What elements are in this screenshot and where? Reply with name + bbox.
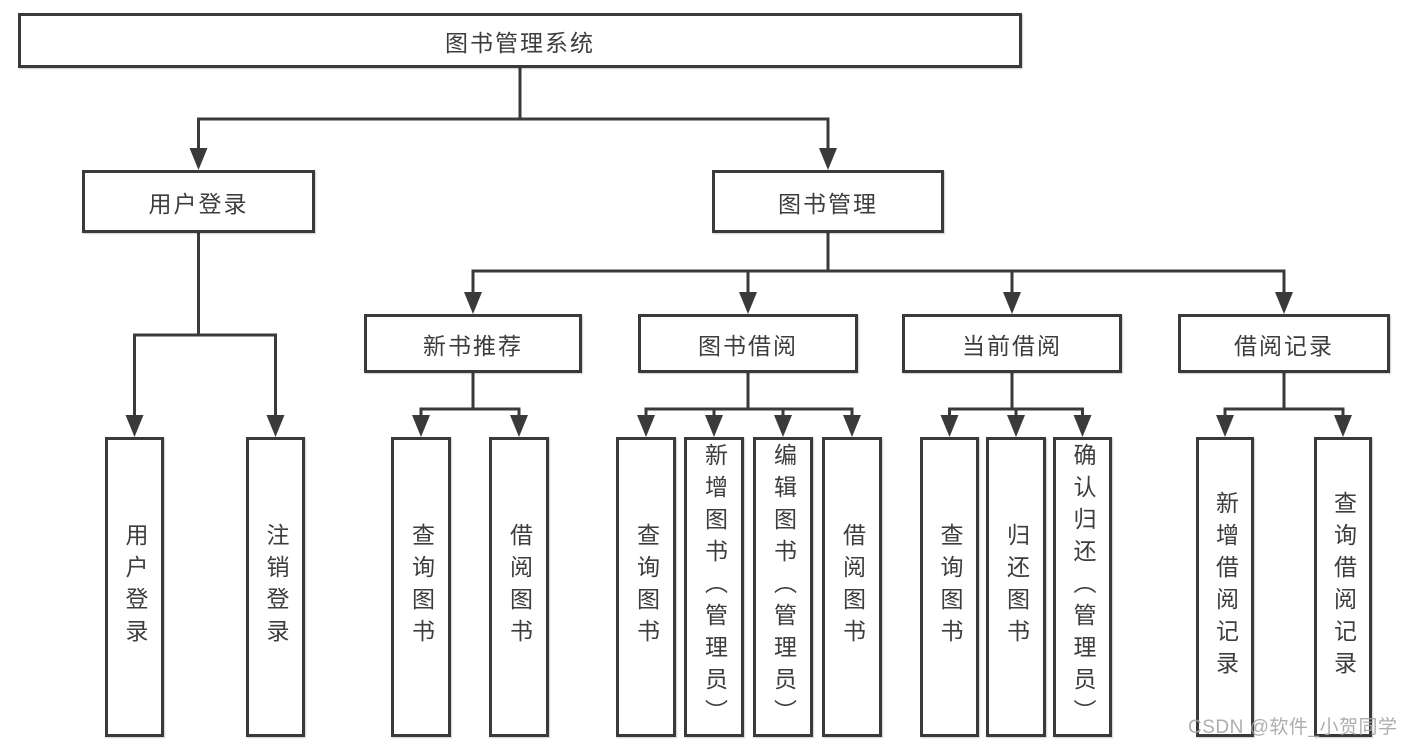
csdn-watermark: CSDN @软件_小贺同学 [1188, 717, 1398, 738]
node-book-management: 图书管理 [712, 170, 944, 233]
leaf-br-add-record: 新增借阅记录 [1196, 437, 1254, 737]
node-current-borrowing: 当前借阅 [902, 314, 1122, 373]
connector-current-borrowing-children [940, 370, 1092, 437]
node-new-book-recommend: 新书推荐 [364, 314, 582, 373]
leaf-logout: 注销登录 [246, 437, 305, 737]
leaf-cb-query-books: 查询图书 [920, 437, 979, 737]
leaf-bb-edit-book-admin: 编辑图书（管理员） [753, 437, 813, 737]
leaf-bb-add-book-admin: 新增图书（管理员） [684, 437, 744, 737]
node-book-borrowing: 图书借阅 [638, 314, 858, 373]
connector-user-login-children [125, 230, 285, 437]
leaf-nbr-borrow-books: 借阅图书 [489, 437, 549, 737]
node-user-login: 用户登录 [82, 170, 315, 233]
node-root-system: 图书管理系统 [18, 13, 1022, 68]
connector-root-to-level2 [189, 64, 837, 170]
connector-book-borrowing-children [637, 370, 861, 437]
connector-book-management-sections [464, 230, 1293, 314]
leaf-br-query-record: 查询借阅记录 [1314, 437, 1372, 737]
connector-new-book-recommend-children [412, 370, 528, 437]
leaf-user-login: 用户登录 [105, 437, 164, 737]
leaf-bb-query-books: 查询图书 [616, 437, 676, 737]
leaf-cb-return-books: 归还图书 [986, 437, 1046, 737]
leaf-bb-borrow-books: 借阅图书 [822, 437, 882, 737]
leaf-cb-confirm-return-admin: 确认归还（管理员） [1053, 437, 1112, 737]
node-borrowing-records: 借阅记录 [1178, 314, 1390, 373]
connector-borrowing-records-children [1216, 370, 1352, 437]
leaf-nbr-query-books: 查询图书 [391, 437, 451, 737]
